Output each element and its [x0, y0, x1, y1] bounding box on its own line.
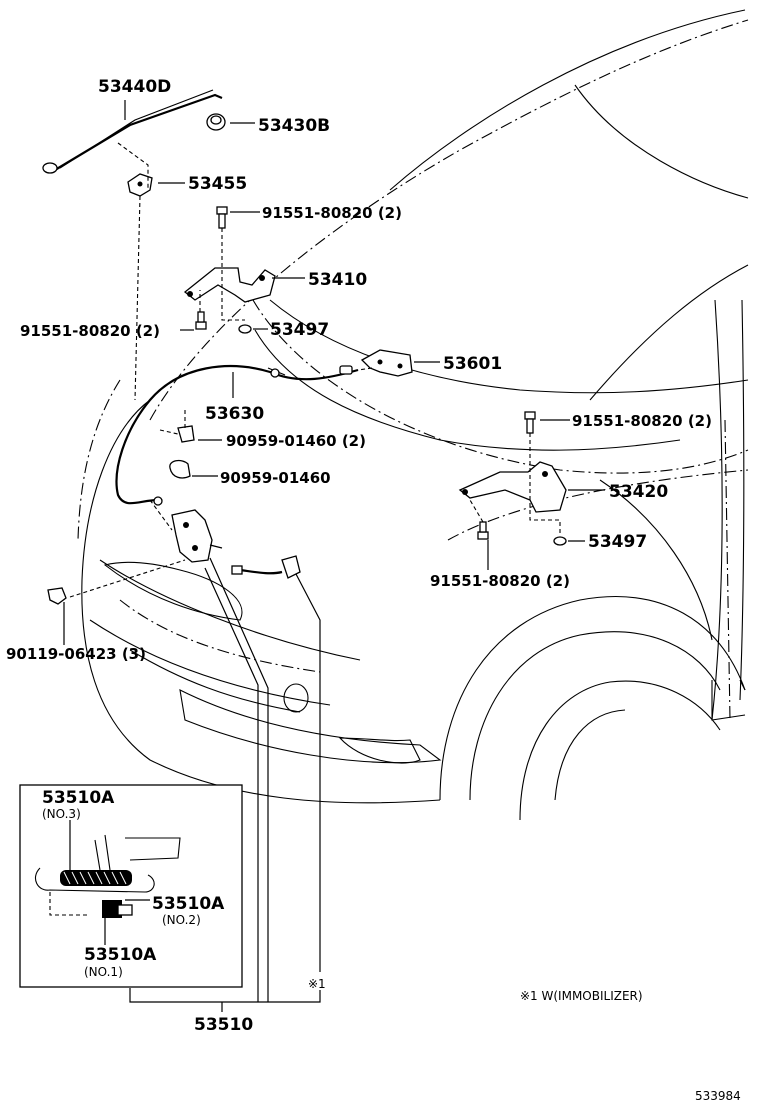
clamp-90959-01460-2 — [177, 425, 195, 443]
hood-release-cable — [115, 365, 359, 506]
grommet-53430b — [206, 113, 226, 131]
label-53430b: 53430B — [258, 116, 330, 136]
bolt-91551-left — [195, 311, 207, 330]
label-53510a-no1: 53510A — [84, 945, 157, 965]
label-53601: 53601 — [443, 354, 502, 374]
label-90119-06423: 90119-06423 (3) — [6, 645, 146, 663]
bolt-91551-bottom — [477, 521, 489, 540]
hood-lock-53510 — [171, 509, 223, 563]
label-no1: (NO.1) — [84, 965, 123, 979]
nut-53497-top — [238, 324, 252, 334]
label-90959-01460: 90959-01460 — [220, 469, 331, 487]
hood-hinge-53410 — [183, 267, 276, 303]
inset-detail-box — [19, 784, 243, 988]
hood-support-rod-53440d — [42, 89, 223, 174]
label-91551-left: 91551-80820 (2) — [20, 322, 160, 340]
label-53420: 53420 — [609, 482, 668, 502]
bolt-91551-right — [524, 411, 536, 434]
label-no3: (NO.3) — [42, 807, 81, 821]
hood-hinge-53420 — [458, 461, 567, 513]
hood-lock-release-lever-53601 — [360, 349, 413, 377]
label-mark-1: ※1 — [308, 977, 326, 991]
label-53510a-no2: 53510A — [152, 894, 225, 914]
label-91551-bottom: 91551-80820 (2) — [430, 572, 570, 590]
label-immobilizer-note: ※1 W(IMMOBILIZER) — [520, 989, 643, 1003]
label-91551-top: 91551-80820 (2) — [262, 204, 402, 222]
leader-lines — [63, 100, 605, 1012]
clamp-90959-01460 — [169, 459, 191, 479]
label-diagram-id: 533984 — [695, 1089, 741, 1103]
rod-holder-53455 — [127, 173, 153, 197]
label-53455: 53455 — [188, 174, 247, 194]
bolt-90119-06423 — [47, 587, 67, 605]
label-53497-top: 53497 — [270, 320, 329, 340]
hood-courtesy-switch — [231, 555, 301, 579]
label-53510a-no3: 53510A — [42, 788, 115, 808]
label-no2: (NO.2) — [162, 913, 201, 927]
label-53510: 53510 — [194, 1015, 253, 1035]
part-labels: 53440D 53430B 53455 91551-80820 (2) 5341… — [6, 77, 741, 1103]
label-53440d: 53440D — [98, 77, 171, 97]
label-91551-right: 91551-80820 (2) — [572, 412, 712, 430]
label-90959-01460-2: 90959-01460 (2) — [226, 432, 366, 450]
label-53497-bottom: 53497 — [588, 532, 647, 552]
assembly-lines — [69, 142, 561, 598]
car-body-outline — [77, 9, 749, 821]
label-53410: 53410 — [308, 270, 367, 290]
nut-53497-bottom — [553, 536, 567, 546]
label-53630: 53630 — [205, 404, 264, 424]
bolt-91551-top — [216, 206, 228, 229]
